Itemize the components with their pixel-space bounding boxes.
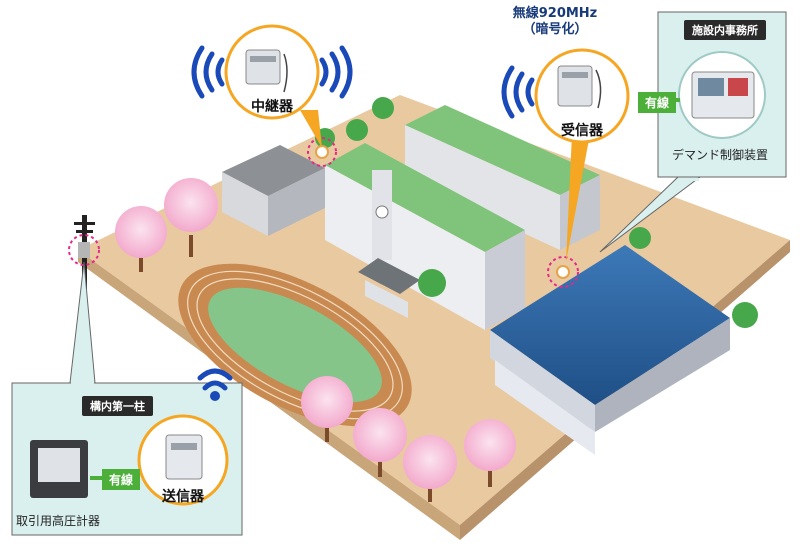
relay-callout <box>224 24 322 148</box>
demand-controller-label: デマンド制御装置 <box>672 148 769 162</box>
cherry-tree <box>353 408 407 477</box>
utility-pole <box>74 215 95 305</box>
green-tree <box>346 119 368 141</box>
receiver-signal-icon <box>501 65 535 119</box>
receiver-label: 受信器 <box>561 123 603 139</box>
cherry-tree <box>115 206 167 272</box>
green-tree <box>732 302 758 328</box>
running-track <box>178 263 412 427</box>
wireless-spec-line1: 無線920MHz <box>512 6 598 21</box>
entrance-canopy <box>358 258 420 318</box>
receiver-callout <box>534 48 630 262</box>
cherry-tree <box>301 376 353 442</box>
small-building <box>222 145 325 236</box>
cherry-tree <box>164 178 218 257</box>
cherry-tree <box>403 435 457 502</box>
wired-label-pole: 有線 <box>102 469 141 490</box>
gymnasium <box>490 245 730 455</box>
wireless-spec-line2: （暗号化） <box>522 22 588 37</box>
cherry-tree <box>464 419 516 487</box>
relay-pulse-marker <box>307 137 337 167</box>
green-tree <box>418 269 446 297</box>
relay-label: 中継器 <box>251 99 293 115</box>
school-building-main <box>325 143 525 330</box>
pole-panel <box>11 261 243 536</box>
transmitter-signal-icon <box>197 368 233 401</box>
wired-label-office: 有線 <box>638 92 677 113</box>
transmitter-label: 送信器 <box>162 489 204 505</box>
green-tree <box>629 227 651 249</box>
receiver-pulse-marker <box>547 256 579 288</box>
green-tree <box>372 97 394 119</box>
pole-pulse-marker <box>68 234 100 266</box>
relay-signal-icon <box>191 45 353 99</box>
pole-title: 構内第一柱 <box>82 396 153 416</box>
office-title: 施設内事務所 <box>684 20 766 40</box>
meter-label: 取引用高圧計器 <box>16 514 101 528</box>
